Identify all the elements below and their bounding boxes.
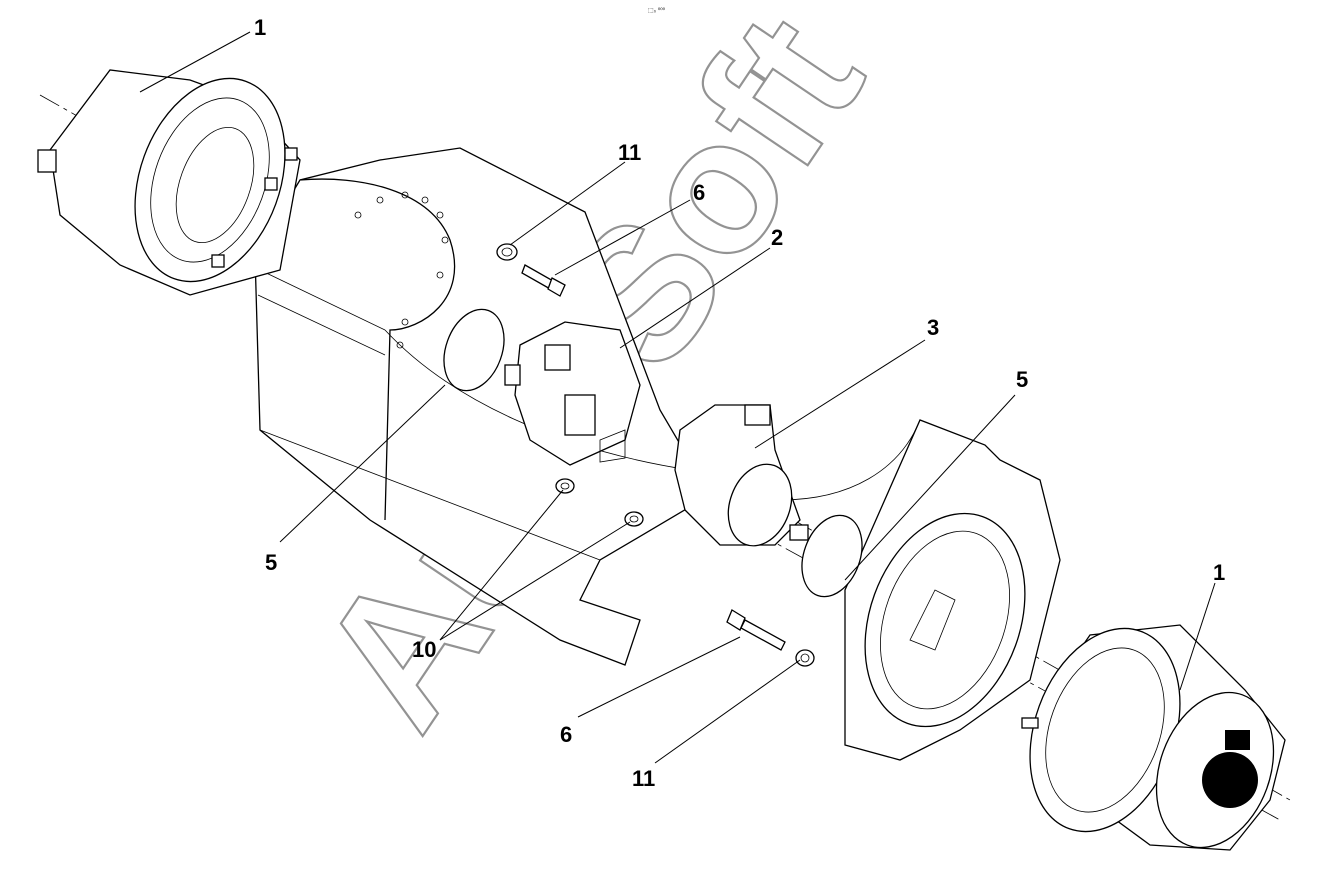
header-mark: ⬚₀ ⁰⁰⁰ bbox=[648, 7, 666, 14]
hub-drive-lower-right bbox=[1021, 624, 1286, 851]
bolt-upper bbox=[521, 264, 566, 297]
left-axle-housing bbox=[254, 147, 711, 666]
callout-11-upper: 11 bbox=[618, 140, 641, 165]
callout-1-lower: 1 bbox=[1213, 560, 1225, 585]
callout-5-left: 5 bbox=[265, 550, 277, 575]
washer-10a bbox=[555, 478, 575, 494]
callout-11-lower: 11 bbox=[632, 766, 655, 791]
leader-lines bbox=[139, 31, 1216, 764]
callout-6-lower: 6 bbox=[560, 722, 572, 747]
right-axle-housing bbox=[779, 419, 1061, 761]
bolt-lower bbox=[726, 609, 786, 651]
callout-labels: 1 1 2 3 5 5 6 6 10 11 11 bbox=[254, 15, 1225, 791]
hydraulic-unit-2 bbox=[504, 321, 641, 466]
washer-11-upper bbox=[496, 243, 518, 261]
callout-3: 3 bbox=[927, 315, 939, 340]
hub-drive-upper-left bbox=[37, 69, 301, 296]
callout-2: 2 bbox=[771, 225, 783, 250]
hydraulic-unit-3 bbox=[674, 404, 809, 547]
callout-10: 10 bbox=[412, 637, 436, 662]
washer-11-lower bbox=[795, 649, 815, 667]
callout-1-upper: 1 bbox=[254, 15, 266, 40]
callout-5-right: 5 bbox=[1016, 367, 1028, 392]
callout-6-upper: 6 bbox=[693, 180, 705, 205]
o-ring-left bbox=[443, 308, 505, 392]
